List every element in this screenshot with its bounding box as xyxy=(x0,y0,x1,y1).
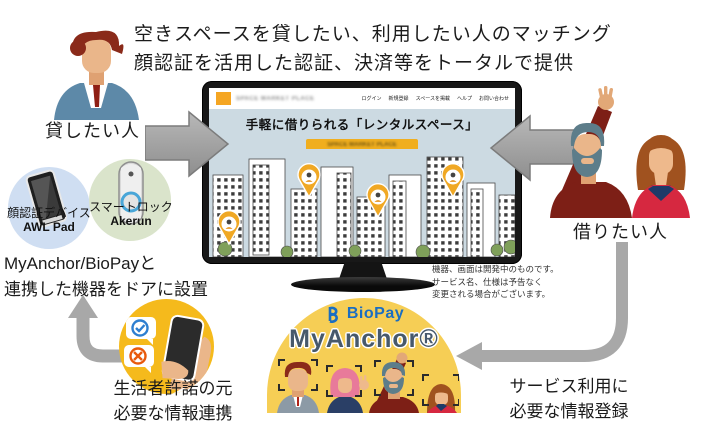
borrower-label: 借りたい人 xyxy=(573,222,668,242)
consent-phone-circle xyxy=(119,299,214,394)
consent-caption: 生活者許諾の元 必要な情報連携 xyxy=(103,376,243,426)
disclaimer-line1: 機器、画面は開発中のものです。 xyxy=(432,264,559,274)
consent-line2: 必要な情報連携 xyxy=(113,404,233,423)
phone-in-hand-icon xyxy=(124,314,212,394)
myanchor-wordmark: MyAnchor® xyxy=(289,325,439,353)
info-link-arrow-icon xyxy=(68,295,177,363)
akerun-icon xyxy=(118,161,144,225)
biopay-logo: BioPay xyxy=(267,305,461,323)
monitor: SPACE MARKET PLACE ログイン 新規登録 スペースを掲載 ヘルプ… xyxy=(202,81,522,264)
hero-cta-label: SPACE MARKET PLACE xyxy=(327,142,397,148)
monitor-screen: SPACE MARKET PLACE ログイン 新規登録 スペースを掲載 ヘルプ… xyxy=(209,88,515,257)
registration-line1: サービス利用に xyxy=(509,377,629,396)
face-device-product: AWL Pad xyxy=(23,220,75,234)
site-name: SPACE MARKET PLACE xyxy=(236,95,315,102)
smart-lock-name: スマートロック xyxy=(89,200,173,214)
map-pins xyxy=(217,162,465,246)
site-nav: ログイン 新規登録 スペースを掲載 ヘルプ お問い合わせ xyxy=(362,95,509,102)
disclaimer-line3: 変更される場合がございます。 xyxy=(432,289,551,299)
smart-lock-label: スマートロック Akerun xyxy=(86,200,176,228)
devices-caption: MyAnchor/BioPayと 連携した機器をドアに設置 xyxy=(4,251,208,303)
borrower-people-illustration xyxy=(550,86,690,218)
main-headline-line1: 空きスペースを貸したい、利用したい人のマッチング xyxy=(134,24,612,45)
monitor-stand-neck xyxy=(339,262,387,279)
hero-headline: 手軽に借りられる「レンタルスペース」 xyxy=(245,118,479,132)
nav-contact[interactable]: お問い合わせ xyxy=(478,96,509,102)
disclaimer-note: 機器、画面は開発中のものです。 サービス名、仕様は予告なく 変更される場合がござ… xyxy=(432,263,559,301)
nav-login[interactable]: ログイン xyxy=(361,96,382,102)
registration-caption: サービス利用に 必要な情報登録 xyxy=(494,374,644,424)
registration-arrow-icon xyxy=(456,242,628,370)
smart-lock-product: Akerun xyxy=(110,214,152,228)
platform-dome: BioPay MyAnchor® xyxy=(267,298,461,413)
biopay-wordmark: BioPay xyxy=(346,305,405,322)
consent-line1: 生活者許諾の元 xyxy=(113,379,233,398)
lender-person-illustration xyxy=(54,30,139,120)
trees xyxy=(217,239,515,257)
hero-cta-button[interactable]: SPACE MARKET PLACE xyxy=(306,139,418,152)
nav-list-space[interactable]: スペースを掲載 xyxy=(415,96,450,102)
disclaimer-line2: サービス名、仕様は予告なく xyxy=(432,276,543,287)
lender-to-site-arrow-icon xyxy=(145,110,230,178)
nav-signup[interactable]: 新規登録 xyxy=(388,96,409,102)
city-illustration xyxy=(209,149,515,257)
biopay-icon xyxy=(328,306,338,323)
hero-section: 手軽に借りられる「レンタルスペース」 SPACE MARKET PLACE xyxy=(209,109,515,152)
devices-caption-line2: 連携した機器をドアに設置 xyxy=(4,280,208,299)
devices-caption-line1: MyAnchor/BioPayと xyxy=(4,254,157,273)
awl-pad-icon xyxy=(25,169,68,228)
site-logo-icon xyxy=(216,92,231,105)
nav-help[interactable]: ヘルプ xyxy=(456,96,472,102)
main-headline-line2: 顔認証を活用した認証、決済等をトータルで提供 xyxy=(134,53,575,74)
borrower-to-site-arrow-icon xyxy=(489,114,574,182)
face-device-label: 顔認証デバイス AWL Pad xyxy=(1,206,97,234)
face-recognition-people xyxy=(277,352,459,413)
city-scene xyxy=(209,149,515,257)
monitor-stand-base xyxy=(291,277,435,292)
site-header: SPACE MARKET PLACE ログイン 新規登録 スペースを掲載 ヘルプ… xyxy=(209,88,515,109)
main-headline: 空きスペースを貸したい、利用したい人のマッチング 顔認証を活用した認証、決済等を… xyxy=(134,20,612,78)
lender-label: 貸したい人 xyxy=(45,121,140,141)
registration-line2: 必要な情報登録 xyxy=(509,402,629,421)
face-device-name: 顔認証デバイス xyxy=(7,206,91,220)
